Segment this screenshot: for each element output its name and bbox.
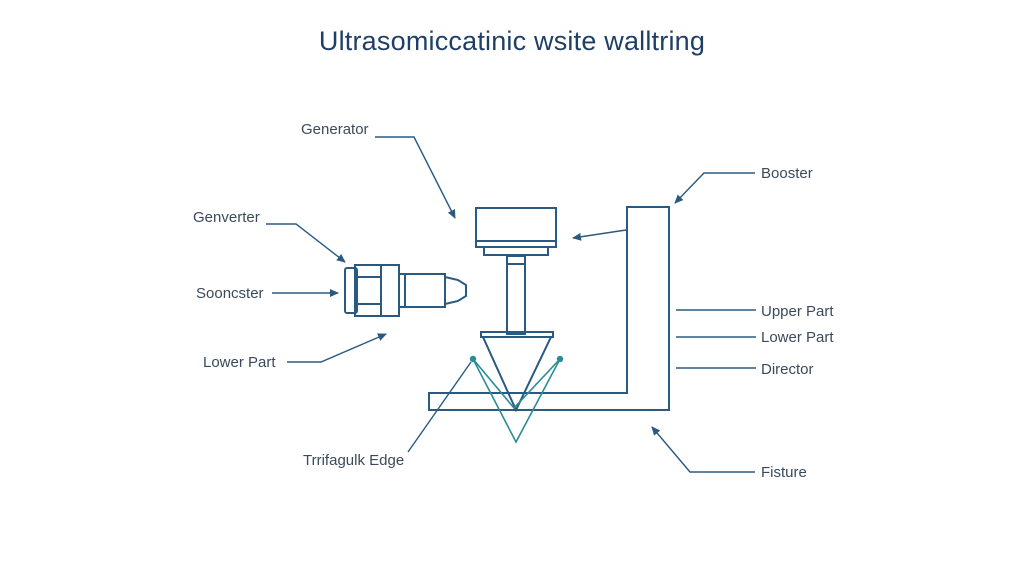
edge-line-a [472,358,561,444]
leader-genverter [266,223,346,263]
label-genverter: Genverter [193,209,260,226]
converter-nozzle [444,276,467,305]
label-generator: Generator [301,121,369,138]
leader-lower-part-left [287,333,387,363]
converter-cap [344,267,358,314]
page-title: Ultrasomiccatinic wsite walltring [318,26,706,56]
label-booster: Booster [761,165,813,182]
fixture-frame [428,206,670,411]
triangular-edge-lines [472,358,561,444]
horn-tip [481,336,553,413]
converter-body [354,264,400,317]
label-upper-part: Upper Part [761,303,834,320]
block-neck [483,246,549,256]
horn-shaft [506,255,526,335]
leader-trifagulk-edge [407,361,472,453]
leader-booster [674,172,755,204]
label-sooncster: Sooncster [196,285,264,302]
edge-line-b [472,358,561,410]
label-trifagulk-edge: Trrifagulk Edge [303,452,404,469]
label-lower-part-right: Lower Part [761,329,834,346]
label-director: Director [761,361,814,378]
converter-assembly [344,264,467,317]
edge-node-right [556,355,564,363]
label-fisture: Fisture [761,464,807,481]
leader-frame-to-block [572,229,627,241]
label-lower-part-left: Lower Part [203,354,276,371]
leader-generator [375,136,456,219]
leader-fisture [651,426,755,473]
converter-neck [398,273,446,308]
edge-node-left [469,355,477,363]
